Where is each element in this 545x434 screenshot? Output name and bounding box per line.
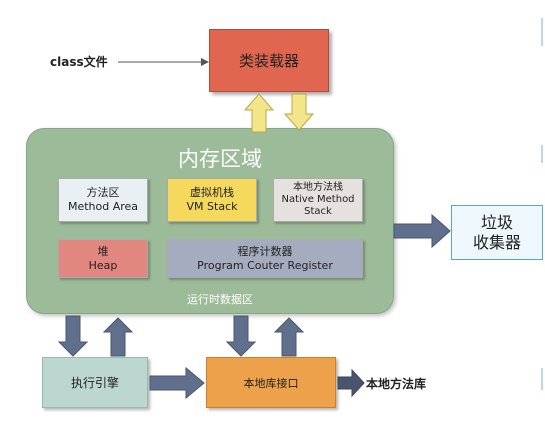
vm-stack-en: VM Stack xyxy=(186,200,238,213)
runtime-data-area-label: 运行时数据区 xyxy=(187,293,253,306)
method-area-cn: 方法区 xyxy=(86,186,120,199)
vm-stack-cn: 虚拟机栈 xyxy=(190,186,234,199)
gc-line-1: 垃圾 xyxy=(480,212,513,232)
gc-line-2: 收集器 xyxy=(472,232,521,252)
interface-to-memory-arrow xyxy=(273,317,305,357)
method-area-box: 方法区 Method Area xyxy=(58,178,148,222)
memory-to-loader-arrow xyxy=(243,93,275,133)
engine-to-memory-arrow xyxy=(102,317,134,357)
class-loader-box: 类装载器 xyxy=(209,29,329,92)
heap-cn: 堆 xyxy=(97,244,109,258)
native-stack-cn: 本地方法栈 xyxy=(293,182,343,193)
loader-to-memory-arrow xyxy=(283,93,315,131)
garbage-collector-box: 垃圾 收集器 xyxy=(451,205,543,260)
memory-to-interface-arrow xyxy=(225,315,257,357)
class-file-arrow xyxy=(118,58,209,66)
program-counter-box: 程序计数器 Program Couter Register xyxy=(167,239,363,278)
heap-box: 堆 Heap xyxy=(58,239,148,278)
memory-area-title: 内存区域 xyxy=(178,147,262,171)
memory-to-engine-arrow xyxy=(57,315,89,357)
method-area-en: Method Area xyxy=(67,200,139,213)
program-counter-en: Program Couter Register xyxy=(197,258,333,272)
native-stack-en-2: Stack xyxy=(304,206,332,217)
edge-marker xyxy=(541,368,543,390)
edge-marker xyxy=(541,145,543,163)
class-file-label: class文件 xyxy=(50,55,108,69)
vm-stack-box: 虚拟机栈 VM Stack xyxy=(167,178,257,222)
heap-en: Heap xyxy=(88,258,118,272)
native-method-library-label: 本地方法库 xyxy=(366,377,427,391)
program-counter-cn: 程序计数器 xyxy=(237,244,293,258)
execution-engine-box: 执行引擎 xyxy=(42,357,148,408)
native-stack-en-1: Native Method xyxy=(281,194,355,205)
engine-to-interface-arrow xyxy=(149,366,205,400)
memory-to-gc-arrow xyxy=(393,213,451,249)
edge-marker xyxy=(541,18,543,46)
native-interface-box: 本地库接口 xyxy=(206,357,336,408)
interface-to-library-arrow xyxy=(337,368,365,398)
native-method-stack-box: 本地方法栈 Native Method Stack xyxy=(273,178,363,222)
